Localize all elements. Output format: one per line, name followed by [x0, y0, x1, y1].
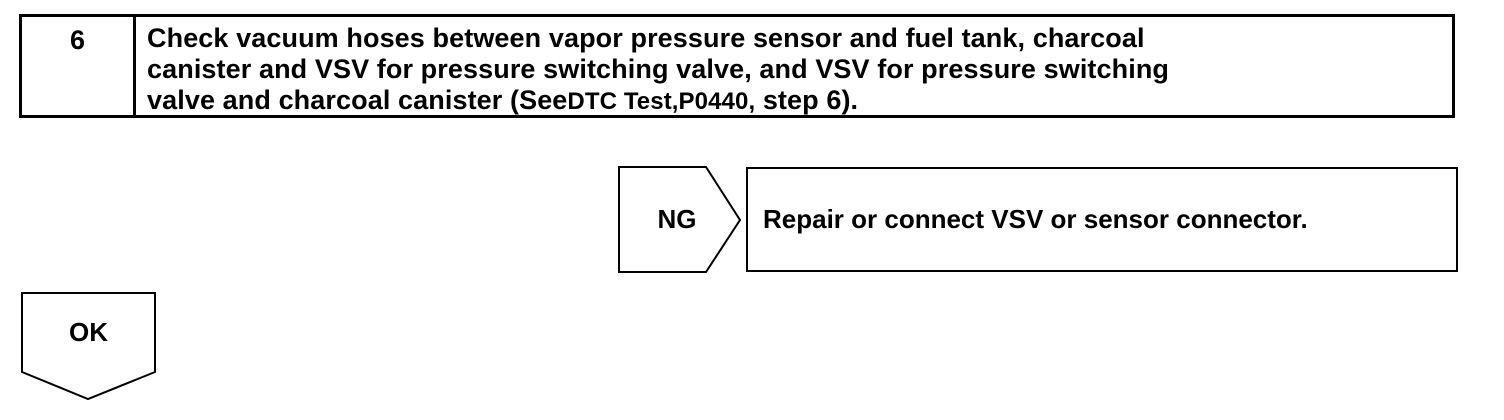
ng-arrow-shape: [618, 166, 742, 273]
step-instruction-line-3-end: step 6).: [755, 85, 859, 115]
step-number: 6: [22, 17, 136, 115]
step-box: 6 Check vacuum hoses between vapor press…: [19, 14, 1455, 118]
step-instruction-line-3-start: valve and charcoal canister (See: [147, 85, 568, 115]
ok-arrow-shape: [21, 292, 156, 401]
step-instruction-line-1: Check vacuum hoses between vapor pressur…: [147, 23, 1145, 53]
step-instruction-line-2: canister and VSV for pressure switching …: [147, 54, 1170, 84]
ng-label: NG: [657, 204, 697, 234]
dtc-reference: DTC Test,P0440,: [567, 88, 756, 115]
ng-action-text: Repair or connect VSV or sensor connecto…: [763, 204, 1308, 234]
step-instruction: Check vacuum hoses between vapor pressur…: [136, 17, 1452, 115]
step-instruction-line-3: valve and charcoal canister (SeeDTC Test…: [147, 85, 1442, 117]
ok-label: OK: [69, 317, 108, 347]
ng-action-box: Repair or connect VSV or sensor connecto…: [746, 167, 1458, 272]
